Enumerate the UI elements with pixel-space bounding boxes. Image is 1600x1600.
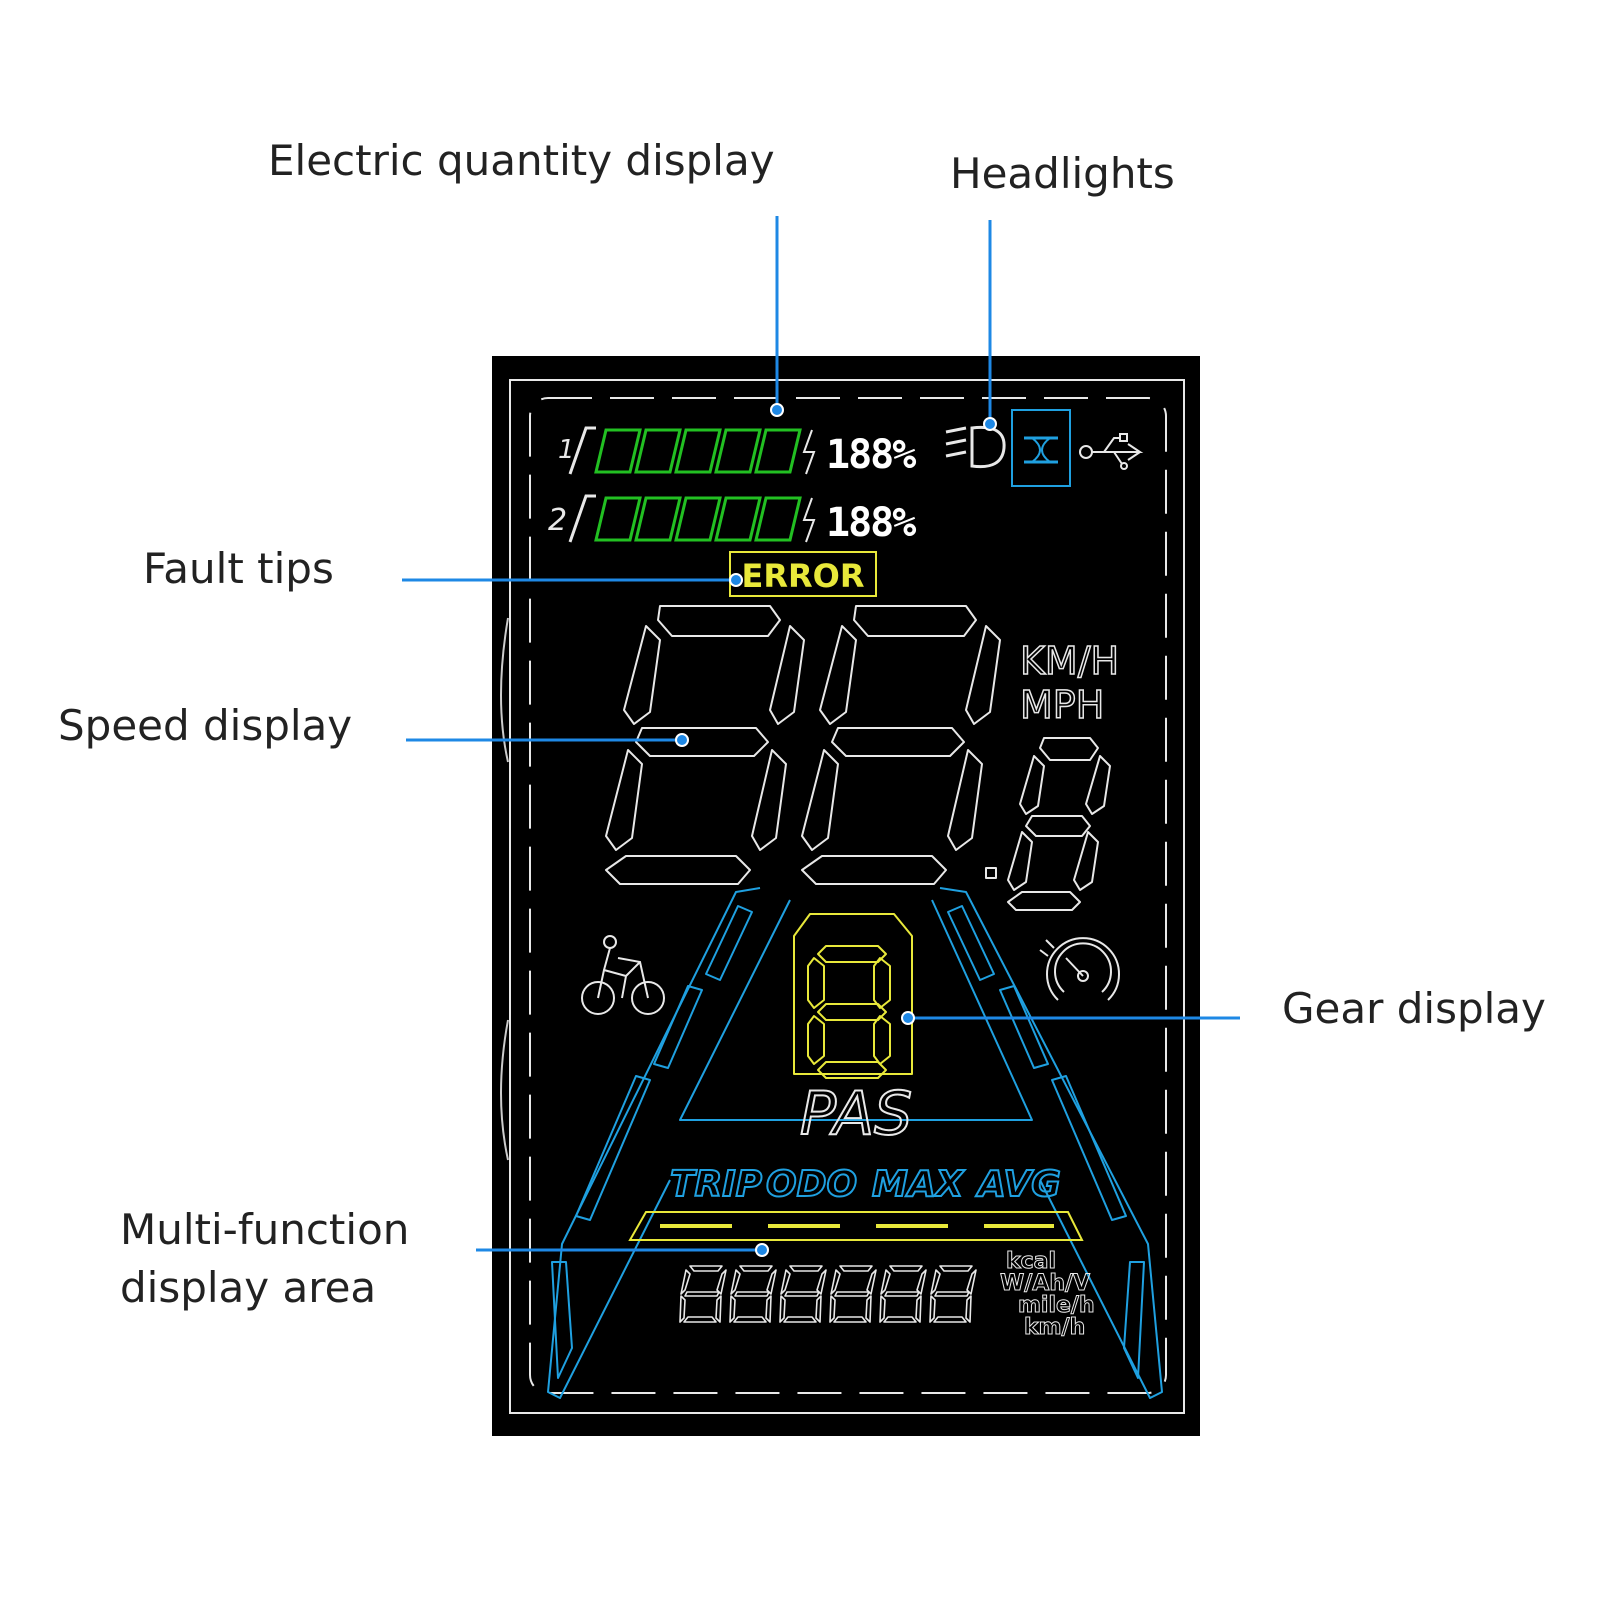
battery-row-1-cap [568, 426, 596, 475]
leader-multi-function-dot [755, 1243, 769, 1257]
mode-odo: ODO [766, 1164, 857, 1205]
battery-2-cell-4 [714, 496, 762, 542]
speed-decimal-point [985, 867, 997, 879]
battery-row-2: 2 188% [548, 494, 918, 546]
mf-digit [879, 1265, 927, 1323]
battery-1-cell-1 [594, 428, 642, 474]
error-label: ERROR [742, 557, 865, 595]
speedometer-icon [1039, 937, 1120, 1001]
gear-frame-left-foot [551, 1261, 573, 1379]
battery-row-1: 1 188% [558, 426, 918, 478]
battery-row-2-cells [594, 496, 802, 542]
battery-1-cell-4 [714, 428, 762, 474]
leader-gear-dot [901, 1011, 915, 1025]
gear-frame-left-seg-2 [653, 985, 703, 1069]
callout-fault-tips: Fault tips [143, 544, 334, 593]
battery-2-cell-3 [674, 496, 722, 542]
callout-speed-display: Speed display [58, 701, 352, 750]
gear-digit [793, 913, 913, 1079]
speed-digit-ones [801, 605, 1001, 885]
battery-2-cell-2 [634, 496, 682, 542]
gear-frame-left-inner [679, 899, 1033, 1121]
battery-row-1-cells [594, 428, 802, 474]
gear-frame-right-seg-2 [999, 985, 1049, 1069]
multi-function-units: kcal W/Ah/V mile/h km/h [1000, 1249, 1096, 1341]
battery-row-2-lightning [802, 497, 816, 543]
mf-unit-kcal: kcal [1006, 1249, 1056, 1274]
battery-row-1-index: 1 [558, 435, 575, 465]
gear-frame-right-outer [939, 887, 1163, 1399]
leader-headlights-dot [983, 417, 997, 431]
mf-digit [829, 1265, 877, 1323]
battery-1-cell-2 [634, 428, 682, 474]
unit-kmh: KM/H [1020, 639, 1119, 683]
callout-multi-function-line2: display area [120, 1263, 376, 1312]
leader-fault-tips-dot [729, 573, 743, 587]
error-box [729, 551, 877, 597]
leader-electric-quantity-dot [770, 403, 784, 417]
lcd-left-bracket-lower [500, 1019, 509, 1161]
high-beam-icon [1011, 409, 1071, 487]
error-indicator: ERROR [729, 551, 877, 597]
gear-frame-left-seg-3 [575, 1075, 651, 1221]
lcd-background [492, 356, 1200, 1436]
callout-lines [402, 216, 1240, 1257]
multi-function-digits [679, 1265, 977, 1323]
mf-unit-wahv: W/Ah/V [1000, 1271, 1090, 1296]
callout-multi-function-line1: Multi-function [120, 1205, 409, 1254]
usb-icon [1079, 433, 1144, 470]
callout-labels: Electric quantity display Headlights Fau… [58, 136, 1546, 1312]
speed-digit-decimal [1007, 737, 1111, 911]
lcd-panel [492, 356, 1200, 1436]
gear-frame-right-seg-1 [947, 905, 995, 981]
mf-digit [779, 1265, 827, 1323]
mf-unit-mileh: mile/h [1018, 1293, 1095, 1318]
callout-electric-quantity: Electric quantity display [268, 136, 775, 185]
battery-row-2-percent: 188% [826, 500, 916, 546]
lcd-outer-frame [509, 379, 1185, 1414]
battery-row-2-index: 2 [548, 503, 567, 538]
mf-digit [929, 1265, 977, 1323]
gear-frame-right-seg-3 [1051, 1075, 1127, 1221]
lcd-left-bracket-upper [500, 617, 509, 763]
battery-row-2-cap [568, 494, 596, 543]
mode-max: MAX [872, 1164, 966, 1205]
battery-2-cell-1 [594, 496, 642, 542]
gear-label: PAS [800, 1079, 912, 1149]
callout-headlights: Headlights [950, 149, 1175, 198]
speed-units: KM/H MPH [1019, 638, 1120, 728]
battery-1-cell-3 [674, 428, 722, 474]
speed-digit-tens [605, 605, 805, 885]
mf-digit [729, 1265, 777, 1323]
gear-frame-right-foot [1123, 1261, 1145, 1379]
mode-avg: AVG [975, 1164, 1061, 1205]
cyclist-icon [581, 935, 665, 1015]
unit-mph: MPH [1020, 683, 1104, 727]
callout-gear-display: Gear display [1282, 984, 1546, 1033]
battery-row-1-percent: 188% [826, 432, 916, 478]
battery-2-cell-5 [754, 496, 802, 542]
gear-digit-housing [793, 913, 913, 1075]
mode-trip: TRIP [670, 1164, 762, 1205]
mode-indicator-bar [628, 1211, 1084, 1241]
mf-digit [679, 1265, 727, 1323]
gear-frame-left-seg-1 [705, 905, 753, 981]
mode-labels: TRIP ODO MAX AVG [669, 1163, 1062, 1206]
leader-speed-dot [675, 733, 689, 747]
battery-1-cell-5 [754, 428, 802, 474]
gear-frame [547, 887, 1163, 1399]
speed-digits [605, 605, 1111, 911]
mf-unit-kmh: km/h [1024, 1315, 1085, 1340]
battery-row-1-lightning [802, 429, 816, 475]
